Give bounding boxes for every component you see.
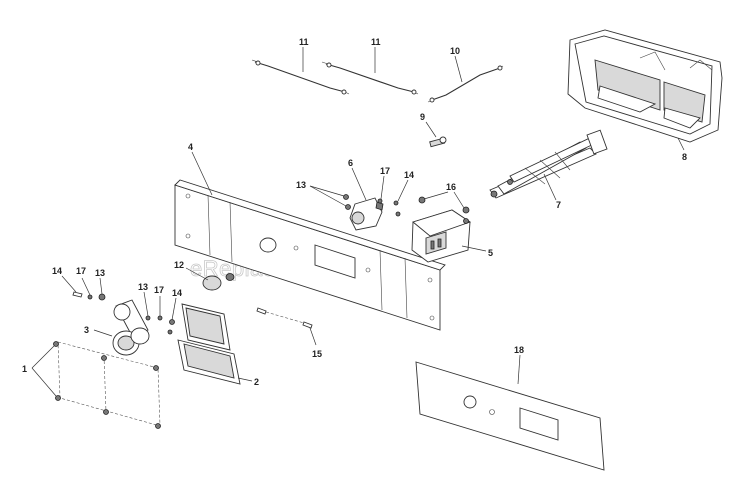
screw-13c[interactable] <box>98 293 106 301</box>
callout-18: 18 <box>514 345 524 355</box>
callout-13a: 13 <box>296 180 306 190</box>
callout-5: 5 <box>488 248 493 258</box>
decal-18[interactable] <box>415 361 605 471</box>
wire-harness-11b[interactable] <box>321 61 419 95</box>
callout-17c: 17 <box>154 285 164 295</box>
callout-4: 4 <box>188 142 193 152</box>
screw-15[interactable] <box>256 307 313 329</box>
callout-17a: 17 <box>380 166 390 176</box>
screw-13a[interactable] <box>343 194 349 200</box>
wire-harness-10[interactable] <box>427 65 504 103</box>
cover-2[interactable] <box>177 303 241 385</box>
callout-14c: 14 <box>172 288 182 298</box>
mounting-screws-1[interactable] <box>53 341 161 429</box>
screw-16[interactable] <box>418 196 470 224</box>
callout-17b: 17 <box>76 266 86 276</box>
callout-2: 2 <box>254 377 259 387</box>
screw-13b[interactable] <box>345 204 351 210</box>
callout-13c: 13 <box>138 282 148 292</box>
control-panel-4[interactable] <box>174 179 446 331</box>
switch-6[interactable] <box>349 197 384 231</box>
callout-9: 9 <box>420 112 425 122</box>
callout-16: 16 <box>446 182 456 192</box>
callout-6: 6 <box>348 158 353 168</box>
housing-8[interactable] <box>567 29 723 143</box>
callout-14a: 14 <box>404 170 414 180</box>
callout-11a: 11 <box>299 37 309 47</box>
nut-17c[interactable] <box>157 315 163 321</box>
callout-7: 7 <box>556 200 561 210</box>
screw-14a[interactable] <box>393 200 401 217</box>
callout-15: 15 <box>312 349 322 359</box>
screw-14b[interactable] <box>72 291 83 298</box>
receptacle-5[interactable] <box>411 209 472 263</box>
callout-14b: 14 <box>52 266 62 276</box>
nut-17a[interactable] <box>377 198 383 204</box>
callout-13b: 13 <box>95 268 105 278</box>
screw-14c[interactable] <box>167 319 175 335</box>
screw-13d[interactable] <box>145 315 151 321</box>
wire-harness-11a[interactable] <box>251 59 350 95</box>
pin-9[interactable] <box>429 136 447 148</box>
nut-17b[interactable] <box>87 294 93 300</box>
outlet-3[interactable] <box>112 299 150 356</box>
callout-8: 8 <box>682 152 687 162</box>
callout-10: 10 <box>450 46 460 56</box>
callout-11b: 11 <box>371 37 381 47</box>
callout-12: 12 <box>174 260 184 270</box>
callout-3: 3 <box>84 325 89 335</box>
callout-1: 1 <box>22 364 27 374</box>
rail-assembly-7[interactable] <box>489 129 608 199</box>
